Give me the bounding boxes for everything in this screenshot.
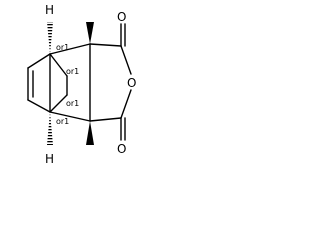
atom-labels: H H O O O	[45, 3, 136, 166]
stereo-label-c4: or1	[56, 117, 69, 126]
stereo-bonds	[47, 22, 94, 145]
atom-h-top: H	[45, 3, 54, 17]
stereo-labels: or1 or1 or1 or1	[56, 43, 79, 126]
hash-wedge-c1-h	[47, 22, 53, 54]
bond-c11-c5	[89, 117, 122, 122]
stereo-label-c3: or1	[66, 99, 79, 108]
bond-c1-c2	[49, 43, 91, 55]
wedge-c2-h	[86, 22, 94, 44]
wedge-c5-h	[86, 121, 94, 145]
bonds	[27, 23, 132, 141]
atom-o-top: O	[117, 10, 126, 24]
hash-wedge-c4-h	[47, 112, 53, 145]
stereo-label-c1: or1	[56, 43, 69, 52]
bond-c2-c10	[89, 43, 122, 47]
bond-c1-c8	[27, 53, 51, 69]
bond-c5-c4	[49, 111, 91, 122]
atom-o-bottom: O	[117, 142, 126, 156]
bond-c9-c4	[27, 99, 51, 113]
chemical-structure: H H O O O or1 or1 or1 or1	[27, 3, 136, 166]
atom-o-ring: O	[127, 76, 136, 90]
stereo-label-c2: or1	[66, 67, 79, 76]
bond-o-ring-c11	[120, 89, 132, 119]
bond-c7-c4	[49, 94, 68, 113]
atom-h-bottom: H	[45, 152, 54, 166]
bond-c1-c6	[49, 53, 68, 77]
bond-c10-o-ring	[120, 45, 132, 75]
